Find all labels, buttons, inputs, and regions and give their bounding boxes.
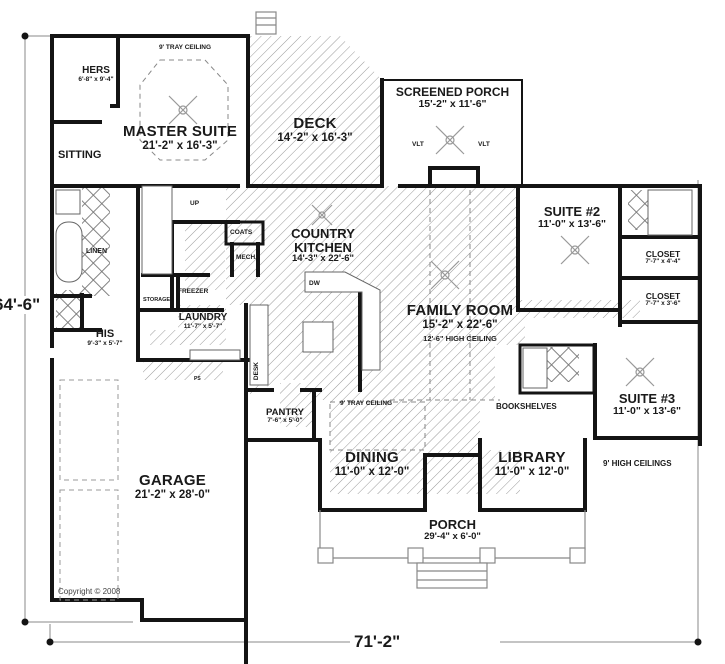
room-size: 11'-0" x 12'-0" — [494, 465, 570, 478]
room-name: HIS — [95, 328, 115, 340]
master-suite-label: MASTER SUITE 21'-2" x 16'-3" — [110, 124, 250, 152]
storage-label: STORAGE — [143, 297, 171, 303]
hers-closet-label: HERS 6'-8" x 9'-4" — [76, 65, 116, 83]
room-name: DECK — [293, 115, 337, 132]
room-size: 29'-4" x 6'-0" — [424, 530, 481, 542]
closet-1-label: CLOSET 7'-7" x 4'-4" — [628, 250, 698, 266]
room-size: 7'-7" x 4'-4" — [645, 257, 681, 265]
room-size: 11'-7" x 5'-7" — [183, 322, 223, 330]
porch-label: PORCH 29'-4" x 6'-0" — [405, 518, 500, 542]
vlt-marker: VLT — [478, 141, 490, 148]
counters-and-thin-walls — [55, 185, 693, 601]
room-size: 15'-2" x 22'-6" — [422, 318, 498, 331]
room-size: 7'-6" x 5'-0" — [267, 416, 303, 424]
room-name: HERS — [82, 65, 110, 76]
room-size: 21'-2" x 28'-0" — [134, 488, 211, 501]
vlt-marker: VLT — [412, 141, 424, 148]
room-name: SUITE #2 — [543, 204, 601, 219]
overall-depth-dimension: 64'-6" — [0, 296, 41, 314]
master-tray-ceiling-note: 9' TRAY CEILING — [158, 44, 212, 51]
sitting-label: SITTING — [58, 149, 102, 161]
pull-down-stairs-label: PS — [194, 376, 201, 382]
ceiling-height-note: 9' HIGH CEILINGS — [603, 459, 672, 468]
room-size: 9'-3" x 5'-7" — [87, 339, 123, 347]
room-name: CLOSET — [645, 249, 681, 259]
dining-label: DINING 11'-0" x 12'-0" — [322, 450, 422, 478]
tray-ceilings — [139, 59, 500, 451]
room-size: 15'-2" x 11'-6" — [418, 97, 487, 110]
room-name: FAMILY ROOM — [406, 302, 514, 319]
room-name: CLOSET — [645, 291, 681, 301]
room-name: SUITE #3 — [618, 391, 676, 406]
room-name: LIBRARY — [498, 449, 566, 466]
room-name: GARAGE — [138, 472, 207, 489]
freezer-label: FREEZER — [178, 288, 209, 295]
laundry-label: LAUNDRY 11'-7" x 5'-7" — [168, 312, 238, 330]
screened-porch-label: SCREENED PORCH 15'-2" x 11'-6" — [385, 86, 520, 110]
library-label: LIBRARY 11'-0" x 12'-0" — [482, 450, 582, 478]
room-name-line1: COUNTRY — [291, 226, 355, 241]
room-name-line2: KITCHEN — [294, 239, 352, 255]
dishwasher-label: DW — [309, 280, 320, 287]
room-name: DINING — [345, 449, 399, 466]
country-kitchen-label: COUNTRY KITCHEN 14'-3" x 22'-6" — [268, 227, 378, 264]
coats-closet-label: COATS — [230, 229, 253, 236]
linen-label: LINEN — [86, 248, 107, 255]
room-name: MASTER SUITE — [122, 123, 238, 140]
room-size: 7'-7" x 3'-6" — [645, 299, 681, 307]
room-size: 6'-8" x 9'-4" — [78, 75, 114, 83]
room-size: 11'-0" x 13'-6" — [612, 404, 682, 417]
room-size: 14'-3" x 22'-6" — [291, 253, 355, 265]
room-size: 11'-0" x 12'-0" — [334, 465, 410, 478]
room-name: LAUNDRY — [178, 312, 228, 323]
room-name: PORCH — [429, 517, 476, 532]
ceiling-note: 12'-6" HIGH CEILING — [423, 333, 497, 343]
suite-3-label: SUITE #3 11'-0" x 13'-6" — [597, 392, 697, 417]
mechanical-label: MECH. — [236, 254, 257, 261]
family-room-label: FAMILY ROOM 15'-2" x 22'-6" 12'-6" HIGH … — [385, 303, 535, 343]
pantry-label: PANTRY 7'-6" x 5'-0" — [256, 408, 314, 425]
room-size: 14'-2" x 16'-3" — [277, 131, 353, 144]
suite-2-label: SUITE #2 11'-0" x 13'-6" — [522, 205, 622, 230]
his-closet-label: HIS 9'-3" x 5'-7" — [70, 328, 140, 347]
overall-width-dimension: 71'-2" — [350, 633, 405, 651]
front-porch — [255, 11, 586, 589]
ceiling-fans — [168, 95, 655, 387]
room-name: PANTRY — [266, 407, 304, 418]
room-size: 21'-2" x 16'-3" — [142, 139, 218, 152]
room-name: SCREENED PORCH — [395, 85, 510, 99]
copyright-notice: Copyright © 2008 — [58, 587, 121, 596]
dining-tray-ceiling-note: 9' TRAY CEILING — [340, 400, 393, 407]
room-size: 11'-0" x 13'-6" — [537, 217, 607, 230]
stair-up-label: UP — [190, 200, 200, 207]
garage-label: GARAGE 21'-2" x 28'-0" — [110, 473, 235, 501]
desk-label: DESK — [253, 362, 260, 381]
dimension-dots — [21, 32, 702, 646]
closet-2-label: CLOSET 7'-7" x 3'-6" — [628, 292, 698, 308]
deck-label: DECK 14'-2" x 16'-3" — [260, 116, 370, 144]
bookshelves-label: BOOKSHELVES — [496, 402, 557, 411]
